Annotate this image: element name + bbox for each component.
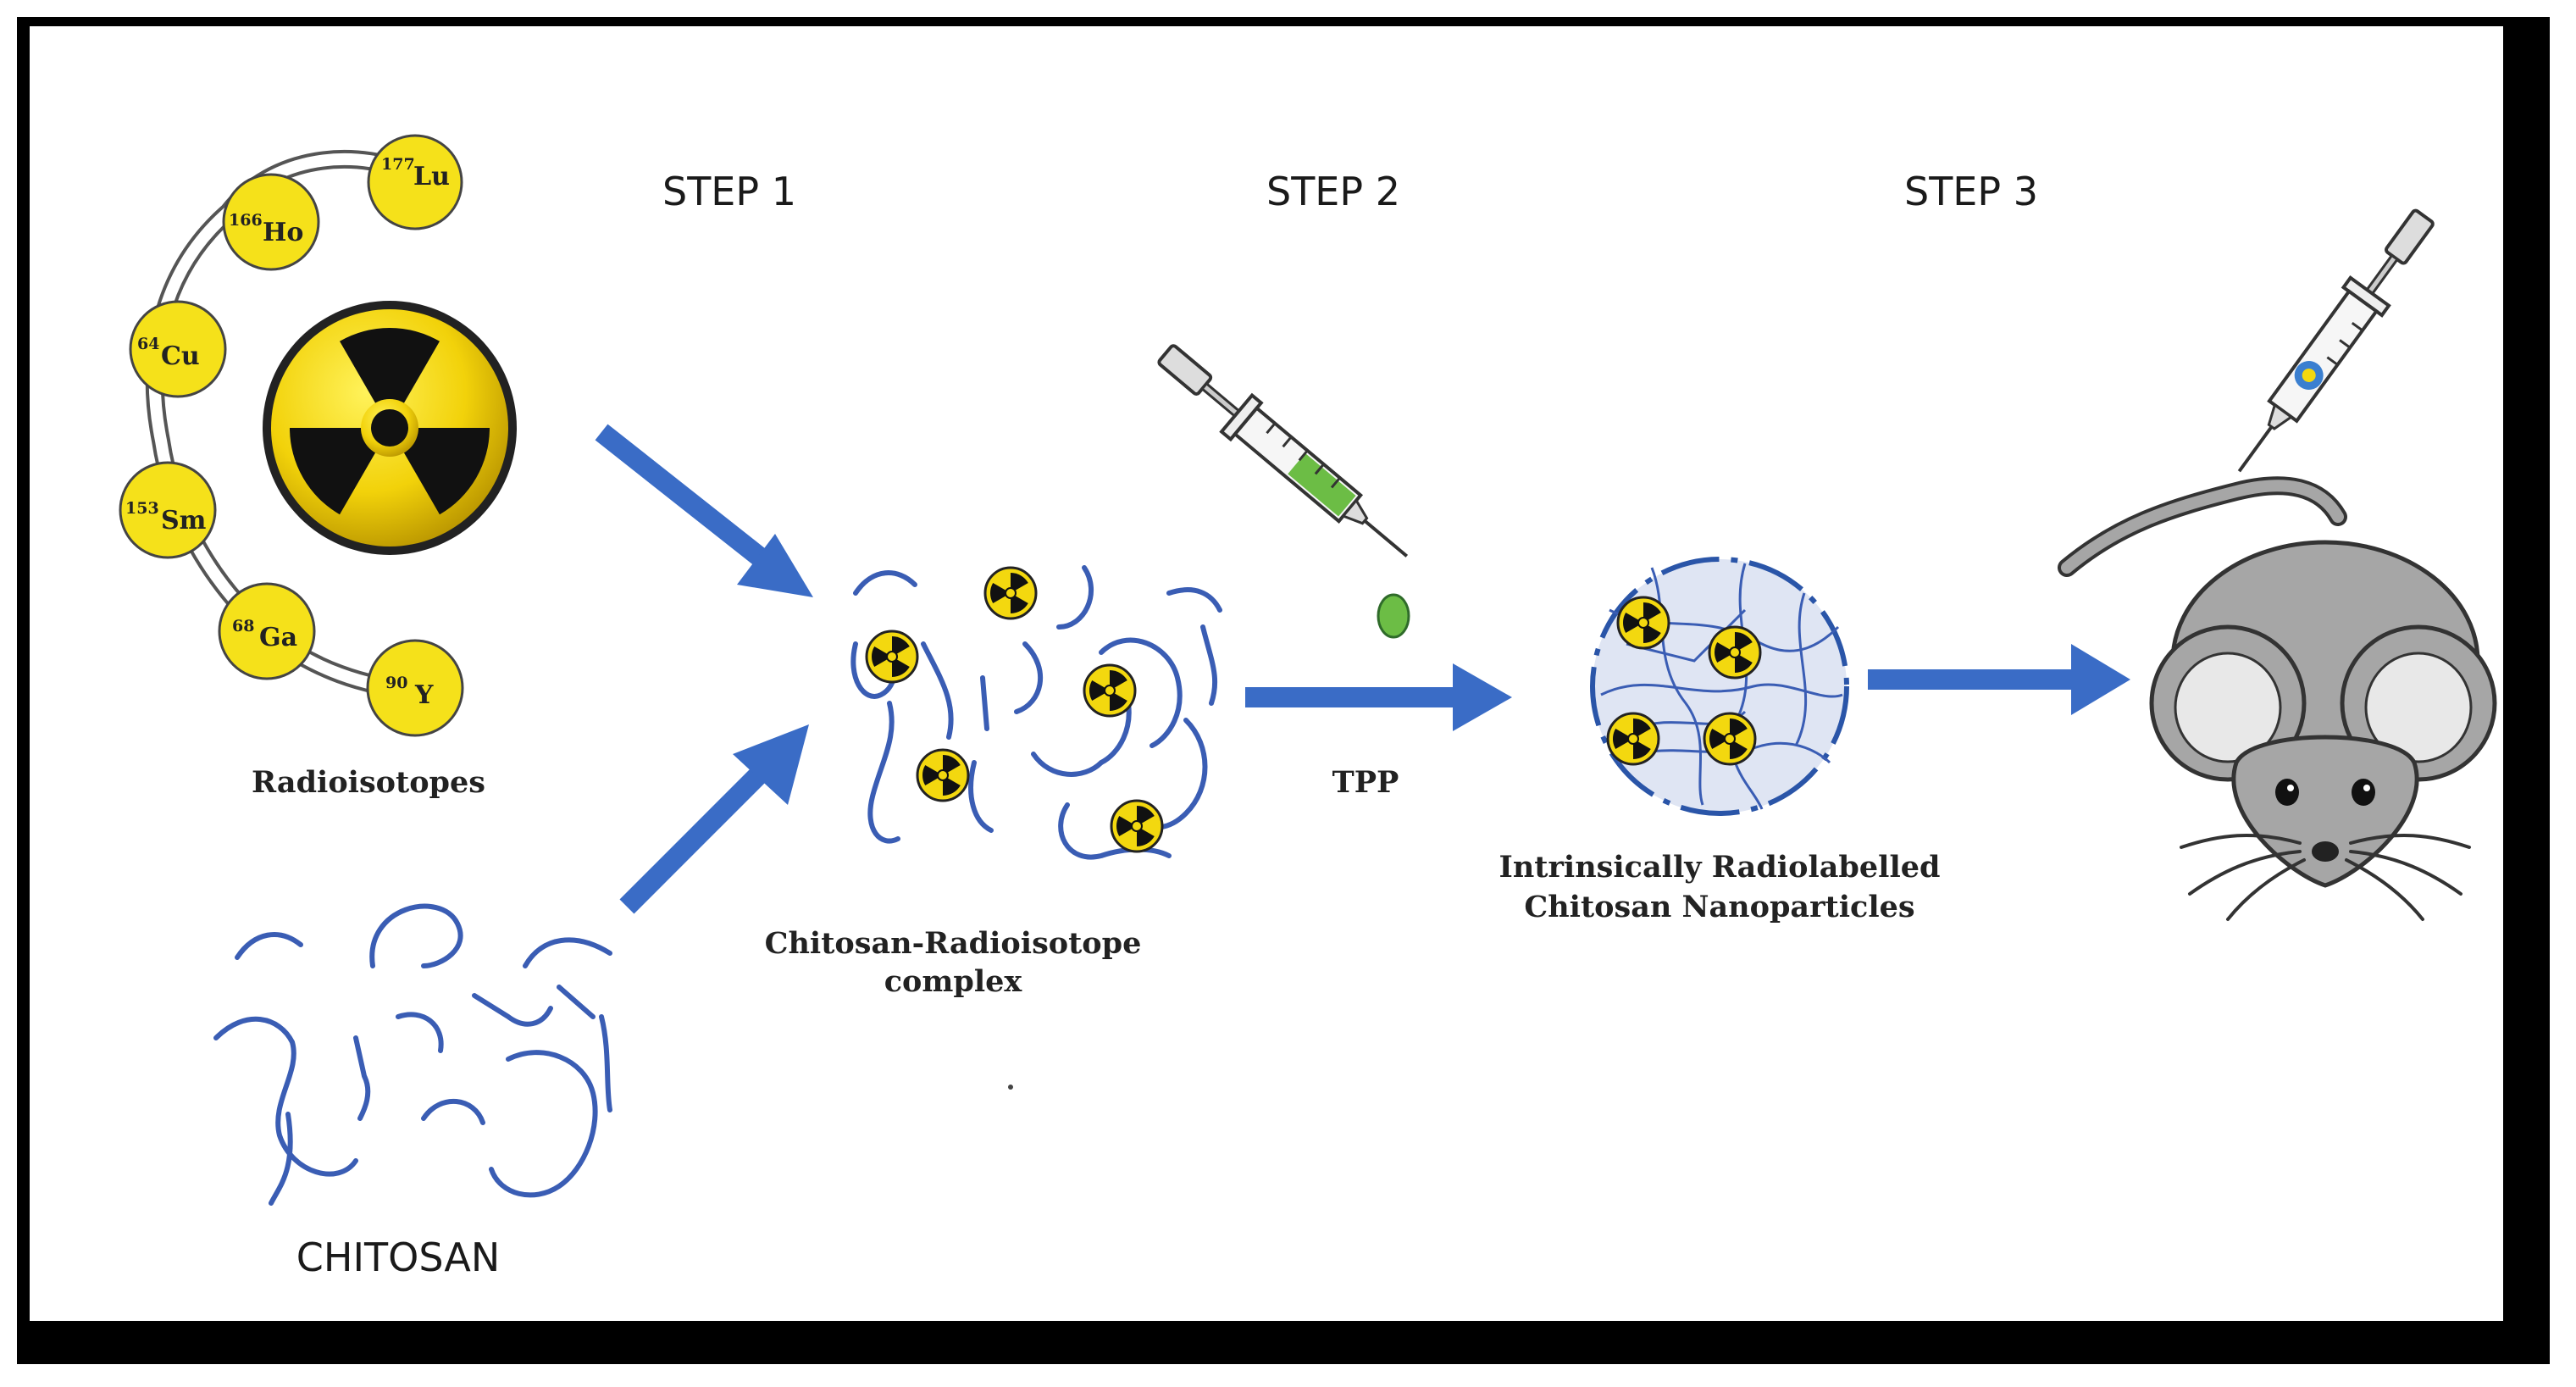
radiation-icon <box>1109 799 1164 853</box>
complex-label-line1: Chitosan-Radioisotope <box>765 926 1142 961</box>
chitosan-chains <box>213 903 612 1206</box>
isotope-symbol: Y <box>414 680 434 710</box>
step1-arrow-top <box>595 424 813 597</box>
step2-arrow <box>1245 663 1512 731</box>
isotope-y: 90 Y <box>366 639 464 737</box>
syringe-icon <box>2237 208 2435 473</box>
isotope-ga: 68 Ga <box>218 582 316 680</box>
complex-label-line2: complex <box>884 964 1023 999</box>
isotope-cu: 64 Cu <box>129 300 227 398</box>
step-3-title: STEP 3 <box>1904 169 2038 214</box>
isotope-mass: 177 <box>381 155 415 174</box>
step3-arrow <box>1868 644 2130 715</box>
nanoparticle-label-line2: Chitosan Nanoparticles <box>1524 890 1914 924</box>
isotope-sm: 153 Sm <box>119 461 217 559</box>
isotope-mass: 90 <box>385 674 407 692</box>
tpp-label: TPP <box>1332 765 1399 800</box>
complex-chains <box>850 565 1222 860</box>
radiation-icon <box>864 630 919 684</box>
isotope-symbol: Lu <box>413 162 450 191</box>
chitosan-label: CHITOSAN <box>296 1234 501 1280</box>
isotope-ho: 166 Ho <box>222 173 320 271</box>
radiation-icon <box>983 566 1038 620</box>
radiation-icon <box>1605 712 1660 766</box>
isotope-symbol: Cu <box>161 341 200 371</box>
syringe-icon <box>1157 344 1409 558</box>
step-1-title: STEP 1 <box>662 169 796 214</box>
isotope-mass: 64 <box>137 335 159 353</box>
stray-dot <box>1008 1085 1013 1090</box>
step1-arrow-bottom <box>619 724 809 914</box>
tpp-drop <box>1377 593 1410 639</box>
isotope-mass: 153 <box>125 499 159 518</box>
radiation-icon <box>1615 596 1670 650</box>
radiation-icon <box>1707 625 1762 680</box>
nanoparticle <box>1590 557 1849 816</box>
isotope-mass: 166 <box>229 211 263 230</box>
step-2-title: STEP 2 <box>1266 169 1400 214</box>
radiation-icon <box>1082 663 1137 718</box>
isotope-lu: 177 Lu <box>367 134 463 230</box>
radiation-icon <box>1702 712 1757 766</box>
nanoparticle-label-line1: Intrinsically Radiolabelled <box>1499 850 1940 885</box>
radiation-icon <box>263 301 517 555</box>
radiation-icon <box>915 748 970 802</box>
isotope-symbol: Sm <box>161 506 207 535</box>
isotope-symbol: Ho <box>263 218 303 247</box>
isotope-mass: 68 <box>232 617 254 635</box>
mouse-icon <box>2058 476 2497 921</box>
isotope-symbol: Ga <box>259 623 297 652</box>
radioisotopes-label: Radioisotopes <box>252 765 485 800</box>
